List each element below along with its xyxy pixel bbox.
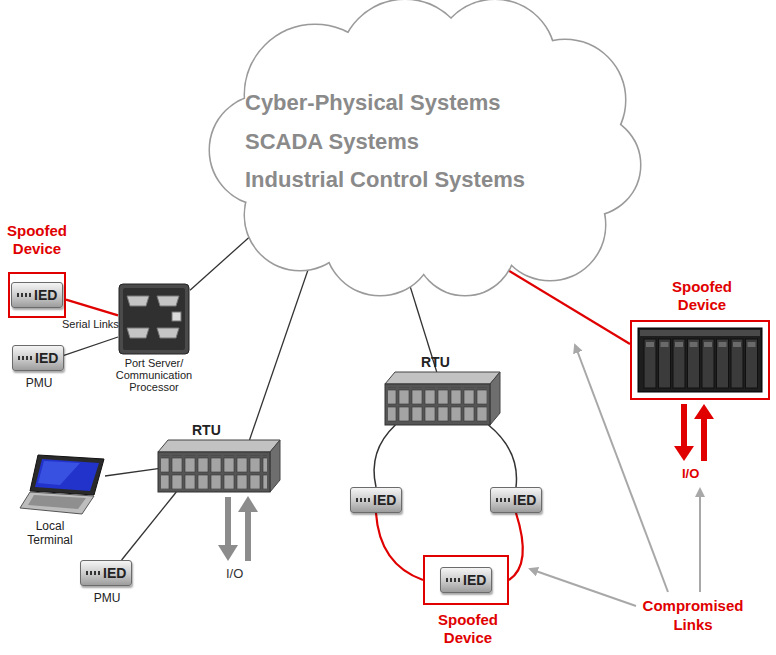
port-dots (356, 498, 370, 502)
device-label: IED (34, 287, 57, 303)
cloud-region: Cyber-Physical SystemsSCADA SystemsIndus… (205, 0, 650, 300)
port-dots (496, 498, 510, 502)
spoofed-label: Spoofed Device (669, 278, 735, 314)
io-label: I/O (226, 566, 243, 581)
device-label: IED (513, 492, 536, 508)
port-dots (446, 578, 460, 582)
cloud-heading: Industrial Control Systems (245, 167, 525, 193)
rtu-device: RTU (158, 440, 280, 492)
local-terminal: Local Terminal (20, 455, 105, 515)
ied-device: IED (440, 567, 492, 593)
network-link (190, 237, 250, 290)
port-server-icon (118, 283, 190, 355)
compromised-link (509, 513, 523, 580)
device-caption: PMU (81, 591, 133, 605)
spoofed-label: Spoofed Device (4, 222, 70, 258)
io-arrows (218, 496, 258, 561)
link-label: Serial Links (62, 318, 119, 331)
spoofed-device-box: IEDSpoofed Device (8, 272, 66, 318)
io-arrows-red (674, 404, 714, 461)
port-dots (18, 356, 32, 360)
spoofed-device-box: Spoofed Device (630, 320, 770, 400)
port-dots (17, 293, 31, 297)
network-link (374, 425, 395, 487)
device-caption: Port Server/ Communication Processor (104, 357, 204, 393)
ied-device: IED (11, 282, 63, 308)
laptop-icon (20, 455, 105, 515)
device-caption: Local Terminal (20, 519, 80, 547)
network-link (105, 469, 158, 476)
compromised-link (376, 513, 423, 580)
compromised-link (508, 270, 630, 344)
ied-device: IEDPMU (80, 560, 132, 586)
device-caption: PMU (13, 376, 65, 390)
rtu-device: RTU (385, 372, 500, 425)
rtu-icon (385, 372, 500, 425)
network-link (489, 425, 517, 487)
cloud-heading: SCADA Systems (245, 129, 419, 155)
port-dots (86, 571, 100, 575)
spoofed-device-box: IEDSpoofed Device (423, 555, 509, 605)
device-label: IED (373, 492, 396, 508)
ied-device: IEDPMU (12, 345, 64, 371)
device-label: IED (463, 572, 486, 588)
port-server: Port Server/ Communication Processor (118, 283, 190, 355)
ied-device: IED (490, 487, 542, 513)
compromised-link (66, 300, 118, 316)
plc-rack-icon (632, 322, 768, 398)
ied-device: IED (350, 487, 402, 513)
network-link (122, 492, 177, 560)
device-label: IED (103, 565, 126, 581)
cloud-heading: Cyber-Physical Systems (245, 90, 501, 116)
io-label: I/O (682, 466, 699, 481)
device-caption: RTU (192, 422, 221, 438)
rtu-icon (158, 440, 280, 492)
device-label: IED (35, 350, 58, 366)
network-link (250, 264, 311, 440)
network-link (64, 337, 118, 355)
device-caption: RTU (421, 354, 450, 370)
spoofed-label: Spoofed Device (435, 611, 501, 647)
compromised-label: Compromised Links (628, 596, 758, 634)
